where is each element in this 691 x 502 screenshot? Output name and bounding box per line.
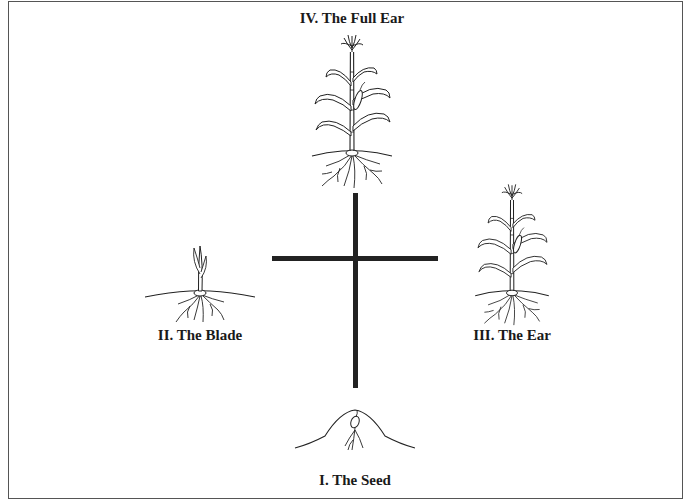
ear-plant bbox=[475, 184, 549, 325]
cross bbox=[272, 193, 438, 388]
stage-label: III. The Ear bbox=[473, 326, 551, 344]
frame bbox=[9, 2, 683, 499]
blade-plant bbox=[145, 246, 255, 322]
seed-plant bbox=[295, 410, 415, 450]
stage-label: IV. The Full Ear bbox=[300, 9, 404, 27]
stage-label: I. The Seed bbox=[319, 471, 391, 489]
stage-label: II. The Blade bbox=[158, 326, 242, 344]
full-ear-plant bbox=[312, 35, 392, 188]
